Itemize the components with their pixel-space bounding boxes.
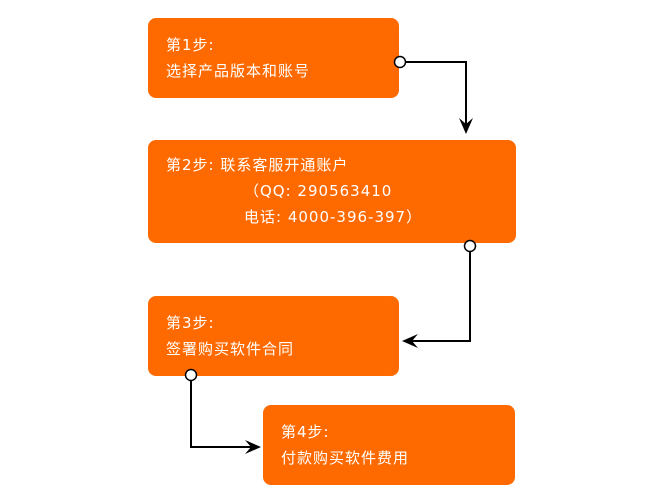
step-2-box: 第2步: 联系客服开通账户 （QQ: 290563410 电话: 4000-39… [148,140,516,243]
connector-2-line [410,252,471,342]
step-3-text: 签署购买软件合同 [166,340,295,358]
step-1-box: 第1步: 选择产品版本和账号 [148,18,399,98]
connector-3-arrowhead [245,440,261,454]
connector-3-line [190,380,253,448]
step-1-title: 第1步: [166,36,215,54]
connector-1-line [406,61,467,128]
step-4-box: 第4步: 付款购买软件费用 [263,405,515,485]
connector-1-arrowhead [459,118,473,134]
step-3-title: 第3步: [166,314,215,332]
step-2-phone: 电话: 4000-396-397） [244,208,423,226]
step-2-qq: （QQ: 290563410 [244,182,393,200]
step-4-text: 付款购买软件费用 [281,449,410,467]
step-3-box: 第3步: 签署购买软件合同 [148,296,399,376]
step-1-text: 选择产品版本和账号 [166,62,311,80]
step-4-title: 第4步: [281,423,330,441]
step-2-title: 第2步: 联系客服开通账户 [166,156,349,174]
connector-2-arrowhead [402,334,418,348]
